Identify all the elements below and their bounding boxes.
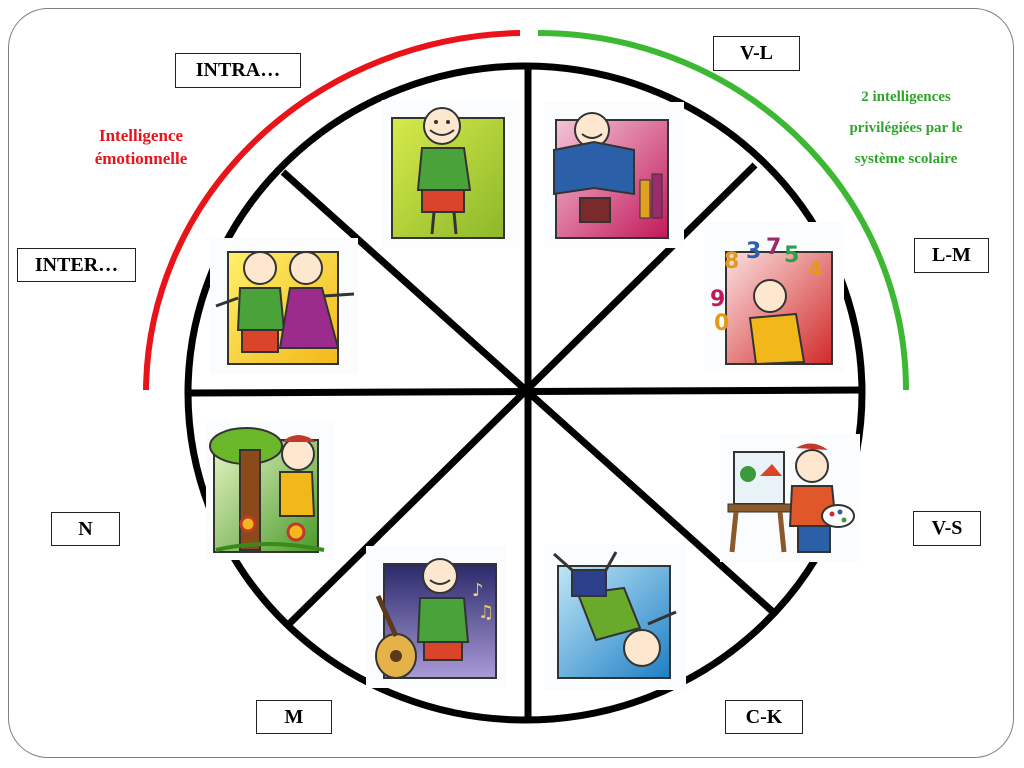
label-verbal-linguistic: V-L <box>713 36 800 71</box>
svg-text:9: 9 <box>710 287 725 312</box>
child-painting-icon <box>720 434 860 562</box>
school-intelligences-note: 2 intelligences privilégiées par le syst… <box>826 82 986 175</box>
svg-text:5: 5 <box>784 243 799 268</box>
svg-text:0: 0 <box>714 311 729 336</box>
label-musical: M <box>256 700 332 734</box>
child-cartwheel-icon <box>544 544 686 690</box>
svg-text:7: 7 <box>766 235 781 260</box>
school-note-line-2: privilégiées par le <box>849 120 963 136</box>
label-naturalist: N <box>51 512 120 546</box>
label-bodily-kinesthetic: C-K <box>725 700 803 734</box>
label-interpersonal: INTER… <box>17 248 136 282</box>
label-intrapersonal: INTRA… <box>175 53 301 88</box>
emotional-intelligence-note: Intelligence émotionnelle <box>66 124 216 170</box>
svg-text:8: 8 <box>724 249 739 274</box>
label-visual-spatial: V-S <box>913 511 981 546</box>
child-with-numbers-icon: 8 3 7 5 4 9 0 <box>704 222 844 372</box>
label-logical-mathematical: L-M <box>914 238 989 273</box>
svg-text:♪: ♪ <box>472 580 484 601</box>
child-guitar-music-icon: ♪ ♫ <box>366 546 506 688</box>
child-with-tree-flowers-icon <box>206 420 334 560</box>
emotional-note-line-2: émotionnelle <box>94 149 188 168</box>
school-note-line-1: 2 intelligences <box>861 89 951 105</box>
school-arc <box>537 30 909 391</box>
emotional-arc <box>143 30 521 391</box>
child-thinking-icon <box>382 100 520 248</box>
school-note-line-3: système scolaire <box>854 151 958 167</box>
child-reading-book-icon <box>544 102 684 248</box>
svg-text:3: 3 <box>746 239 761 264</box>
svg-text:♫: ♫ <box>478 602 494 623</box>
two-children-friends-icon <box>210 238 358 374</box>
svg-text:4: 4 <box>808 257 822 281</box>
emotional-note-line-1: Intelligence <box>98 126 184 145</box>
